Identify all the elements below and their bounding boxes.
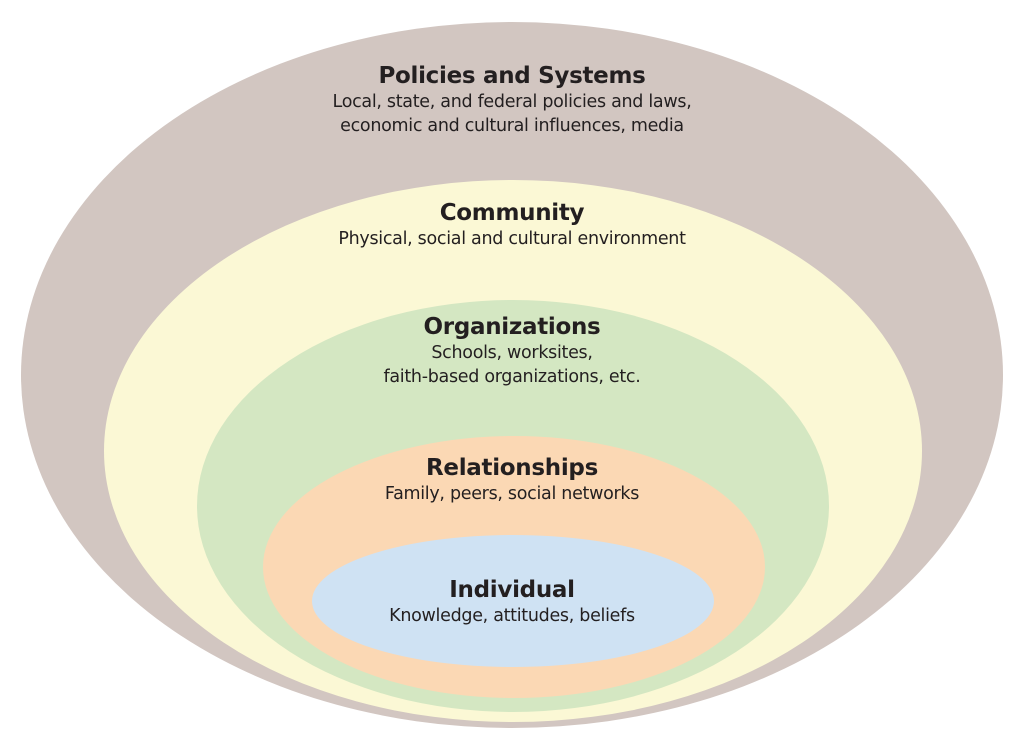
policies-label: Policies and Systems Local, state, and f… bbox=[0, 62, 1024, 138]
layer-title: Individual bbox=[449, 577, 575, 603]
layer-title: Organizations bbox=[423, 314, 601, 340]
layer-title: Policies and Systems bbox=[378, 63, 646, 89]
individual-label: Individual Knowledge, attitudes, beliefs bbox=[0, 576, 1024, 628]
layer-description: Physical, social and cultural environmen… bbox=[338, 229, 686, 249]
layer-description: Knowledge, attitudes, beliefs bbox=[389, 606, 635, 626]
layer-description: faith-based organizations, etc. bbox=[383, 367, 641, 387]
organizations-label: Organizations Schools, worksites, faith-… bbox=[0, 313, 1024, 389]
layer-description: Local, state, and federal policies and l… bbox=[332, 92, 692, 112]
community-label: Community Physical, social and cultural … bbox=[0, 199, 1024, 251]
layer-title: Relationships bbox=[426, 455, 598, 481]
individual-ellipse bbox=[312, 535, 714, 667]
layer-title: Community bbox=[439, 200, 585, 226]
layer-description: economic and cultural influences, media bbox=[340, 116, 684, 136]
relationships-label: Relationships Family, peers, social netw… bbox=[0, 454, 1024, 506]
layer-description: Schools, worksites, bbox=[431, 343, 593, 363]
layer-description: Family, peers, social networks bbox=[384, 484, 640, 504]
